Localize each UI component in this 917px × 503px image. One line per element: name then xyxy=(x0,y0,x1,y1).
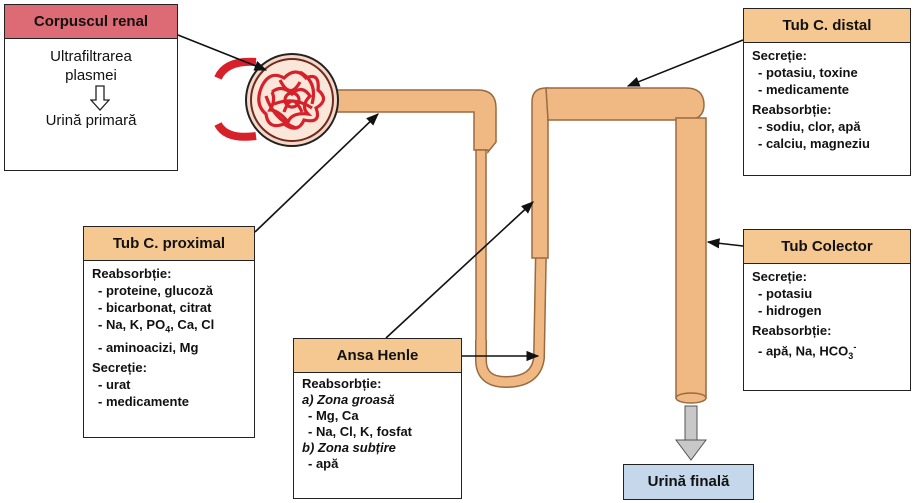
proximal-secr-item: - medicamente xyxy=(92,393,246,410)
hco-superscript: - xyxy=(853,342,856,352)
distal-tubule xyxy=(546,88,704,120)
proximal-reabs-item: - aminoacizi, Mg xyxy=(92,339,246,356)
corpuscul-renal-box: Corpuscul renal Ultrafiltrarea plasmei U… xyxy=(4,4,178,171)
proximal-reabs-label: Reabsorbție: xyxy=(92,265,246,282)
henle-zone-b: b) Zona subțire xyxy=(302,440,453,456)
proximal-tubule-box: Tub C. proximal Reabsorbție: - proteine,… xyxy=(83,226,255,438)
corpuscul-renal-title: Corpuscul renal xyxy=(5,5,177,39)
distal-secr-label: Secreție: xyxy=(752,47,902,64)
primary-urine-label: Urină primară xyxy=(13,111,169,130)
collector-body: Secreție: - potasiu - hidrogen Reabsorbț… xyxy=(744,264,910,369)
henle-title: Ansa Henle xyxy=(294,339,461,373)
final-urine-box: Urină finală xyxy=(623,464,754,500)
henle-body: Reabsorbție: a) Zona groasă - Mg, Ca - N… xyxy=(294,373,461,476)
filtration-line2: plasmei xyxy=(13,66,169,85)
distal-reabs-item: - sodiu, clor, apă xyxy=(752,118,902,135)
distal-reabs-item: - calciu, magneziu xyxy=(752,135,902,152)
henle-reabs-label: Reabsorbție: xyxy=(302,376,453,392)
arrow-collector xyxy=(708,242,743,246)
collecting-duct-end xyxy=(676,393,706,403)
proximal-reabs-item: - bicarbonat, citrat xyxy=(92,299,246,316)
distal-body: Secreție: - potasiu, toxine - medicament… xyxy=(744,43,910,156)
collecting-duct xyxy=(676,118,706,398)
down-arrow-icon xyxy=(13,85,169,111)
collector-reabs-label: Reabsorbție: xyxy=(752,322,902,339)
collector-secr-item: - hidrogen xyxy=(752,302,902,319)
henle-ascending-limb xyxy=(532,88,548,258)
final-urine-label: Urină finală xyxy=(624,465,753,499)
henle-zone-b-item: - apă xyxy=(302,456,453,472)
arrow-henle-thick xyxy=(386,202,533,338)
collector-secr-item: - potasiu xyxy=(752,285,902,302)
collecting-duct-box: Tub Colector Secreție: - potasiu - hidro… xyxy=(743,229,911,391)
henle-zone-a-item: - Na, Cl, K, fosfat xyxy=(302,424,453,440)
corpuscul-renal-body: Ultrafiltrarea plasmei Urină primară xyxy=(5,39,177,134)
distal-title: Tub C. distal xyxy=(744,9,910,43)
distal-secr-item: - potasiu, toxine xyxy=(752,64,902,81)
collector-secr-label: Secreție: xyxy=(752,268,902,285)
henle-zone-a: a) Zona groasă xyxy=(302,392,453,408)
renal-corpuscle-icon xyxy=(218,54,338,146)
outflow-arrow-icon xyxy=(676,406,706,460)
hco-subscript: 3 xyxy=(848,351,853,361)
proximal-secr-label: Secreție: xyxy=(92,359,246,376)
distal-tubule-box: Tub C. distal Secreție: - potasiu, toxin… xyxy=(743,8,911,176)
arrow-corpuscle xyxy=(178,35,266,70)
proximal-body: Reabsorbție: - proteine, glucoză - bicar… xyxy=(84,261,254,414)
filtration-line1: Ultrafiltrarea xyxy=(13,47,169,66)
distal-secr-item: - medicamente xyxy=(752,81,902,98)
collector-reabs-item: - apă, Na, HCO3- xyxy=(752,339,902,365)
henle-zone-a-item: - Mg, Ca xyxy=(302,408,453,424)
collector-title: Tub Colector xyxy=(744,230,910,264)
proximal-reabs-item: - Na, K, PO4, Ca, Cl xyxy=(92,316,246,339)
proximal-reabs-item: - proteine, glucoză xyxy=(92,282,246,299)
arrow-distal xyxy=(628,40,743,86)
proximal-secr-item: - urat xyxy=(92,376,246,393)
distal-reabs-label: Reabsorbție: xyxy=(752,101,902,118)
proximal-title: Tub C. proximal xyxy=(84,227,254,261)
henle-loop-bend xyxy=(481,250,541,382)
henle-loop-box: Ansa Henle Reabsorbție: a) Zona groasă -… xyxy=(293,338,462,499)
